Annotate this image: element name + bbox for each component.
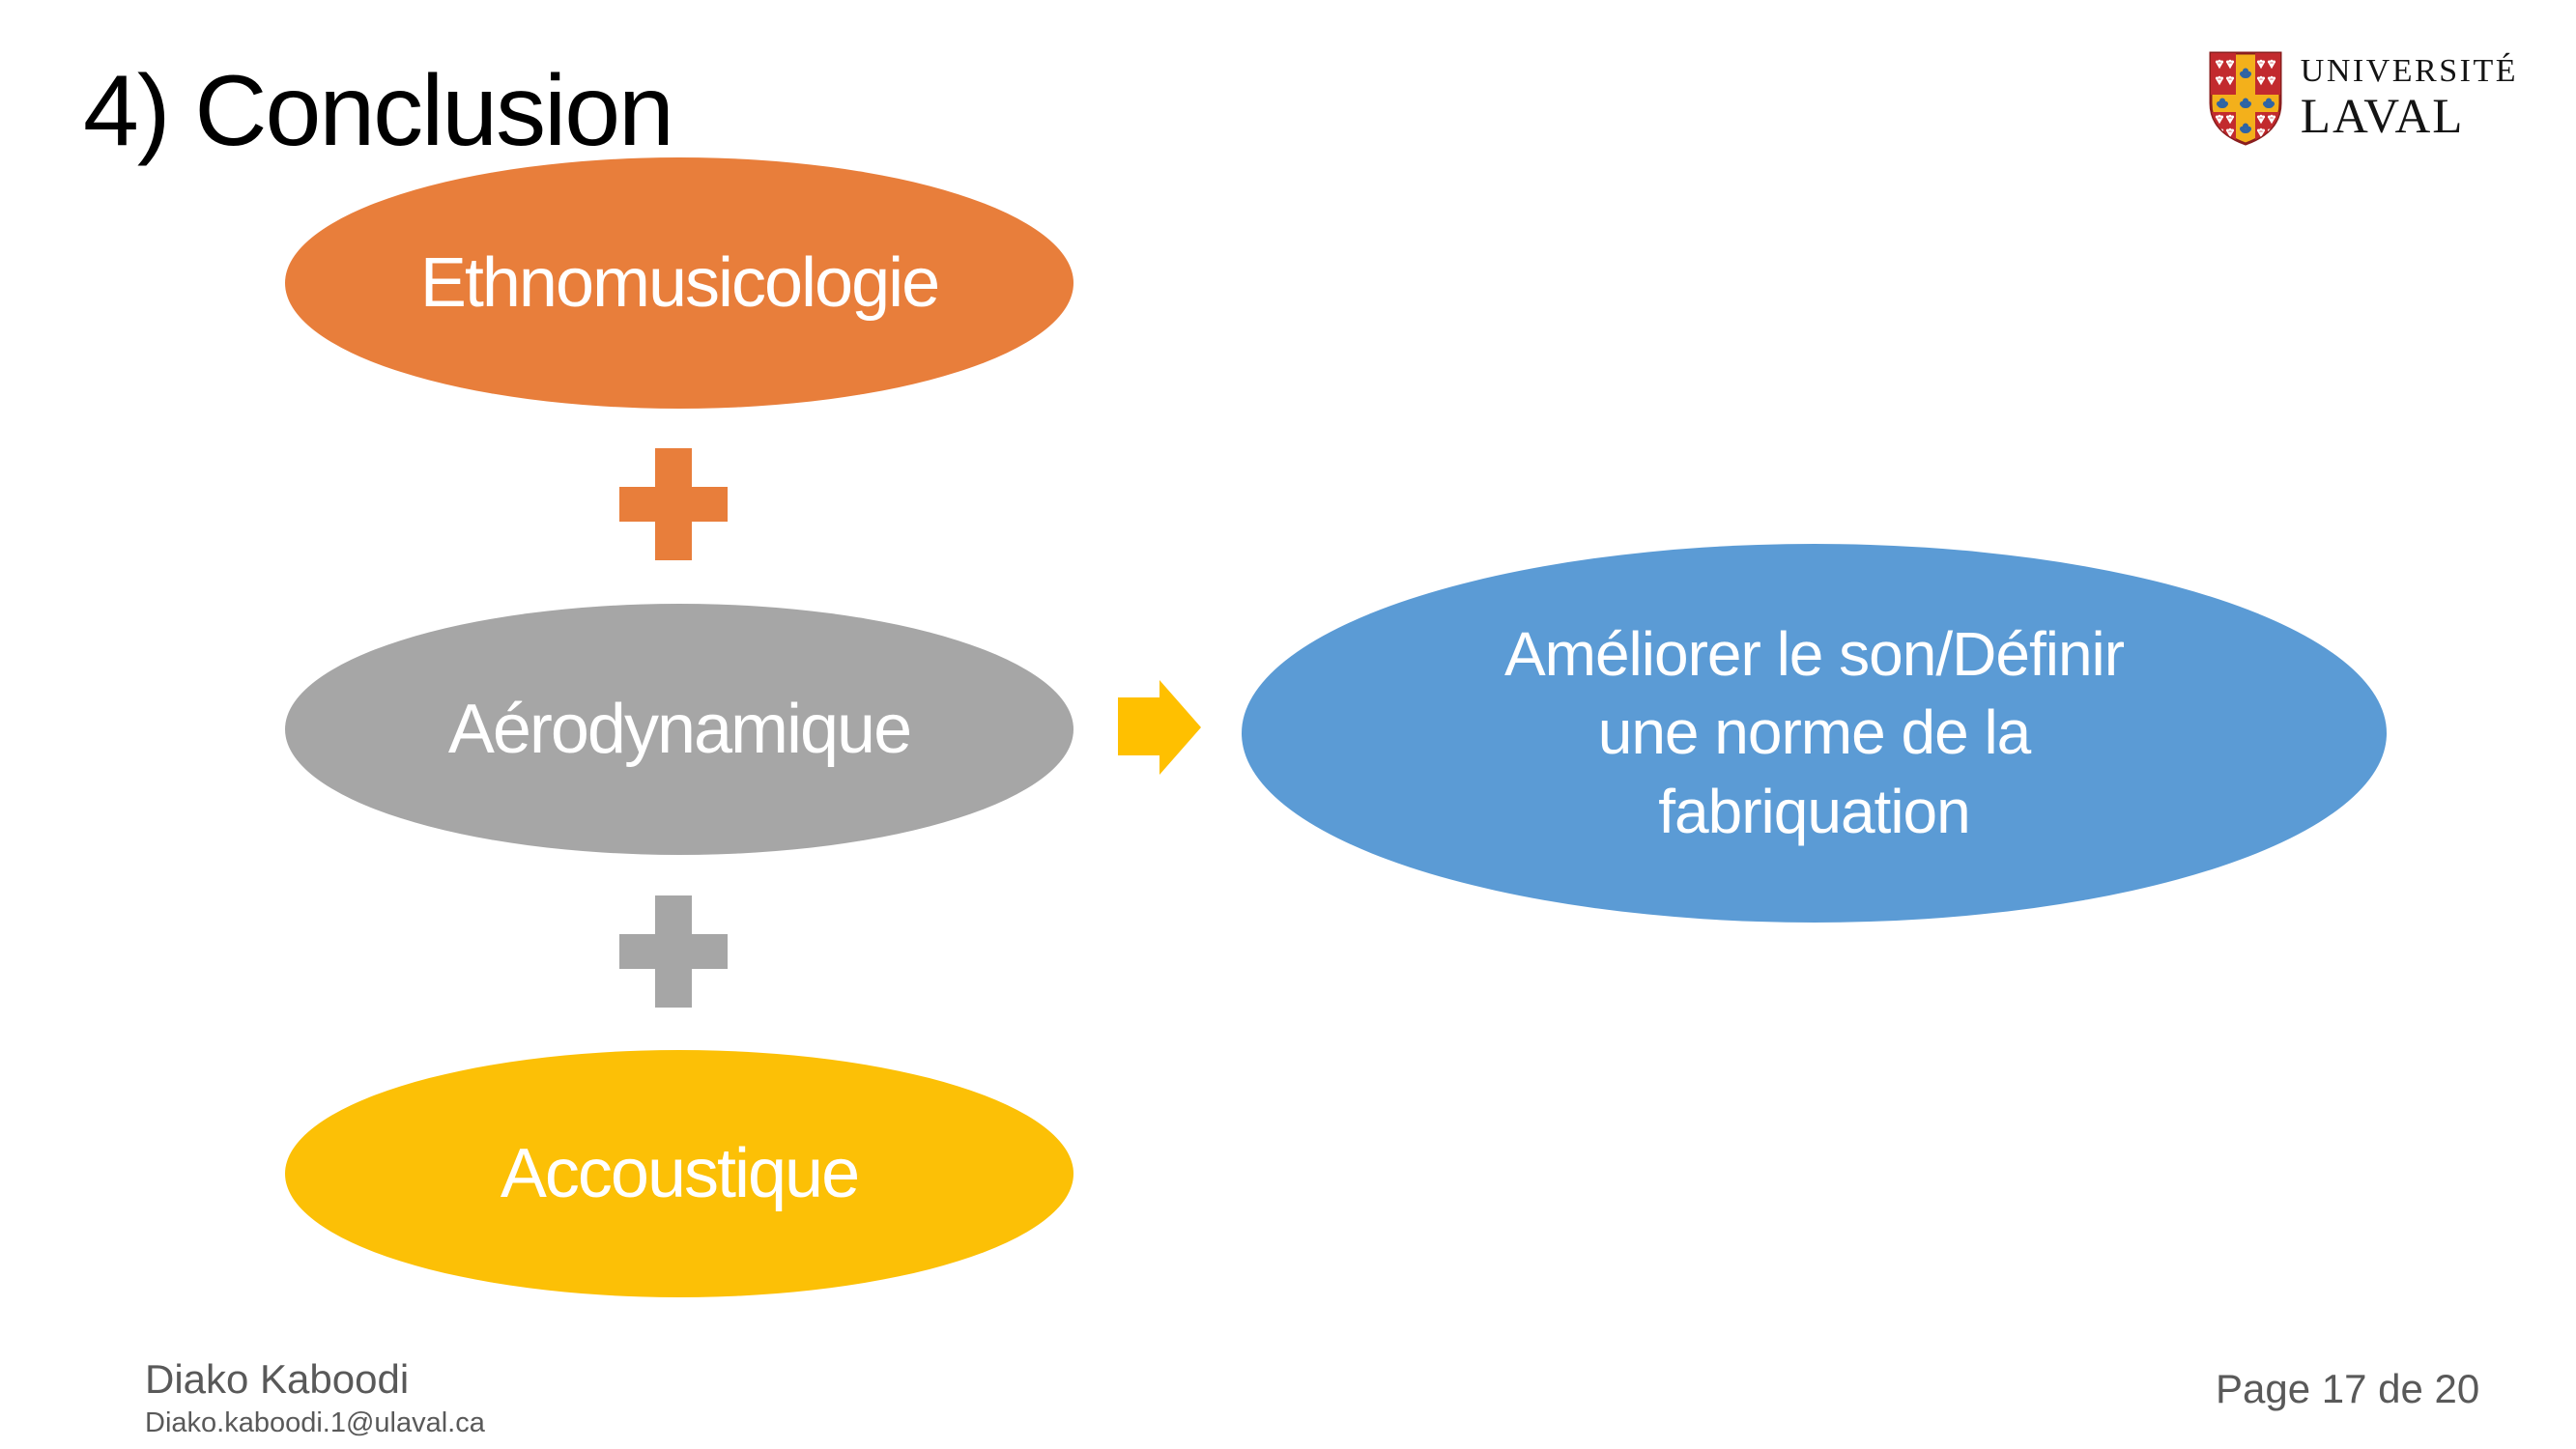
node-accoustique: Accoustique [285, 1050, 1073, 1297]
slide-title: 4) Conclusion [83, 55, 674, 167]
plus-operator-icon [619, 448, 728, 560]
footer-email: Diako.kaboodi.1@ulaval.ca [145, 1407, 485, 1438]
university-logo: UNIVERSITÉ LAVAL [2208, 50, 2518, 147]
node-ethnomusicologie: Ethnomusicologie [285, 157, 1073, 409]
right-arrow-icon [1118, 680, 1201, 775]
plus-operator-icon [619, 895, 728, 1008]
logo-line-universite: UNIVERSITÉ [2300, 53, 2518, 90]
node-result: Améliorer le son/Définir une norme de la… [1242, 544, 2387, 923]
node-aerodynamique: Aérodynamique [285, 604, 1073, 855]
footer-author: Diako Kaboodi [145, 1356, 410, 1402]
node-label: Ethnomusicologie [419, 244, 940, 322]
result-line-1: Améliorer le son/Définir [1503, 619, 2125, 690]
page-number: Page 17 de 20 [2216, 1366, 2480, 1411]
laval-crest-icon [2209, 51, 2282, 146]
result-line-3: fabriquation [1658, 776, 1970, 846]
university-wordmark: UNIVERSITÉ LAVAL [2301, 53, 2518, 144]
result-line-2: une norme de la [1597, 697, 2032, 768]
node-label: Améliorer le son/Définir une norme de la… [1503, 615, 2125, 851]
node-label: Accoustique [500, 1135, 860, 1212]
node-label: Aérodynamique [447, 691, 912, 768]
logo-line-laval: LAVAL [2300, 90, 2465, 145]
